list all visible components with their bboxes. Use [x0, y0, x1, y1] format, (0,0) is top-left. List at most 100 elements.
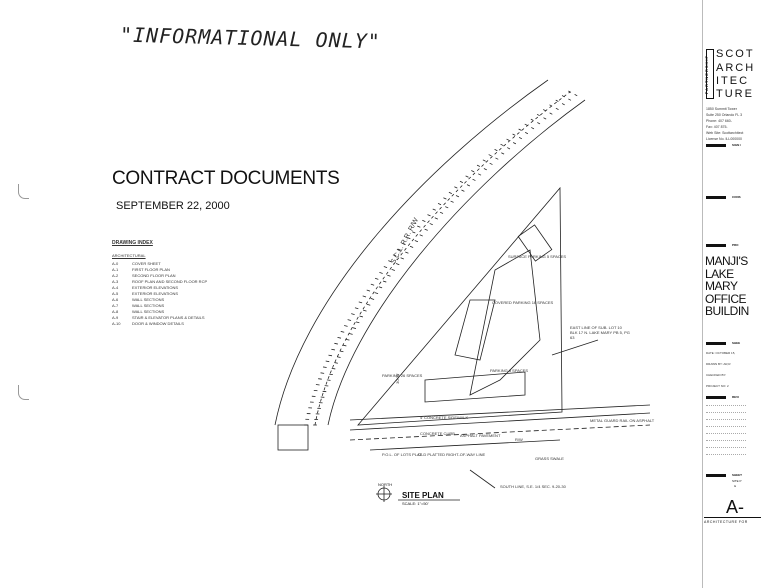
leader-line: [551, 339, 599, 356]
railroad-tie: [574, 94, 578, 97]
firm-address: 1850 Summit Tower Suite 250 Orlando FL 3…: [706, 106, 743, 142]
elevation-note: EAST LINE OF SUB. LOT 10 BLK 17 N. LAKE …: [570, 325, 630, 340]
railroad-tie: [461, 189, 465, 192]
road-line: [349, 404, 651, 421]
railroad-tie: [331, 348, 335, 351]
railroad-tie: [392, 254, 397, 257]
railroad-tie: [334, 362, 338, 364]
drawing-code: A-10: [112, 321, 121, 326]
drawing-name: COVER SHEET: [132, 261, 161, 266]
dimension-label: 30.00': [394, 373, 400, 384]
railroad-tie: [543, 117, 547, 120]
revision-row: [706, 419, 746, 421]
site-plan-title: SITE PLAN: [402, 491, 444, 500]
railroad-tie: [549, 112, 553, 115]
railroad-tie: [322, 366, 327, 368]
railroad-tie: [432, 208, 436, 211]
license-line: License No. ILL000000: [706, 137, 742, 141]
railroad-tie: [501, 152, 505, 155]
parking-area: [424, 371, 526, 403]
railroad-tie: [354, 307, 359, 310]
railroad-tie: [325, 360, 330, 363]
railroad-tie: [424, 228, 428, 231]
drawing-name: WALL SECTIONS: [132, 297, 165, 302]
railroad-edge-west: [274, 79, 549, 426]
firm-logo-box: PARTNERSHIP: [704, 49, 714, 99]
railroad-tie: [531, 127, 535, 130]
sheet-drawn-by: DRAWN BY: AR,R: [706, 362, 731, 366]
railroad-tie: [422, 219, 426, 222]
railroad-tie: [450, 200, 454, 203]
railroad-tie: [448, 191, 452, 194]
railroad-tie: [500, 143, 504, 146]
railroad-tie: [445, 206, 449, 209]
section-bar: [706, 196, 726, 199]
railroad-tie: [506, 138, 510, 141]
revision-row: [706, 440, 746, 442]
drawing-code: A-0: [112, 261, 119, 266]
railroad-tie: [561, 103, 565, 106]
document-title: CONTRACT DOCUMENTS: [112, 168, 340, 189]
railroad-tie: [568, 98, 572, 101]
building-outline: [469, 249, 541, 396]
railroad-tie: [555, 99, 559, 102]
railroad-tie: [366, 303, 371, 306]
railroad-tie: [374, 292, 379, 295]
railroad-tie: [459, 180, 464, 184]
railroad-tie: [351, 313, 355, 316]
railroad-tie: [455, 195, 460, 198]
railroad-tie: [494, 148, 498, 152]
firm-vertical-label: PARTNERSHIP: [704, 54, 710, 95]
railroad-tie: [524, 123, 528, 126]
drawing-index-row: A-0 COVER SHEET: [112, 261, 207, 267]
railroad-tie: [472, 178, 476, 181]
revision-row: [706, 426, 746, 428]
railroad-tie: [439, 211, 444, 214]
railroad-tie: [349, 333, 353, 335]
site-plan-drawing: [274, 79, 651, 502]
railroad-tie: [555, 107, 559, 110]
railroad-tie: [400, 257, 404, 260]
railroad-tie: [359, 315, 363, 318]
railroad-tie: [454, 186, 458, 189]
firm-name-line: TURE: [716, 88, 754, 100]
section-bar: [706, 396, 726, 399]
web-line: Web Site: Scottarchitect: [706, 131, 744, 135]
road-line: [369, 439, 561, 451]
existing-structure: [277, 424, 309, 451]
railroad-tie: [543, 109, 547, 112]
sheet-title: SITE P: [732, 479, 742, 483]
drawing-name: EXTERIOR ELEVATIONS: [132, 291, 179, 296]
railroad-tie: [358, 301, 363, 304]
sheet-number: A-: [726, 497, 744, 517]
railroad-tie: [427, 214, 431, 217]
railroad-tie: [419, 234, 423, 237]
margin-mark: [18, 184, 29, 199]
railroad-tie: [512, 133, 516, 136]
drawing-name: EXTERIOR ELEVATIONS: [132, 285, 179, 290]
railroad-tie: [537, 122, 541, 125]
drawing-code: A-8: [112, 309, 119, 314]
revision-row: [706, 454, 746, 456]
section-bar: [706, 144, 726, 147]
drawing-code: A-6: [112, 297, 119, 302]
railroad-tie: [434, 217, 438, 220]
drawing-name: WALL SECTIONS: [132, 303, 165, 308]
railroad-tie: [352, 327, 357, 329]
road-line: [349, 412, 651, 431]
drawing-index-subheading: ARCHITECTURAL: [112, 253, 146, 258]
railroad-tie: [568, 90, 572, 93]
railroad-tie: [387, 274, 391, 277]
drawing-name: DOOR & WINDOW DETAILS: [132, 321, 184, 326]
fax-line: Fax: 407 875-: [706, 125, 728, 129]
drawing-name: FIRST FLOOR PLAN: [132, 267, 170, 272]
railroad-tie: [561, 95, 565, 98]
railroad-tie: [429, 223, 433, 226]
leader-line: [469, 469, 496, 489]
parking-label: COVERED PARKING 16 SPACES: [492, 300, 554, 305]
railroad-tie: [334, 342, 338, 345]
drawing-index-row: A-10 DOOR & WINDOW DETAILS: [112, 321, 207, 327]
